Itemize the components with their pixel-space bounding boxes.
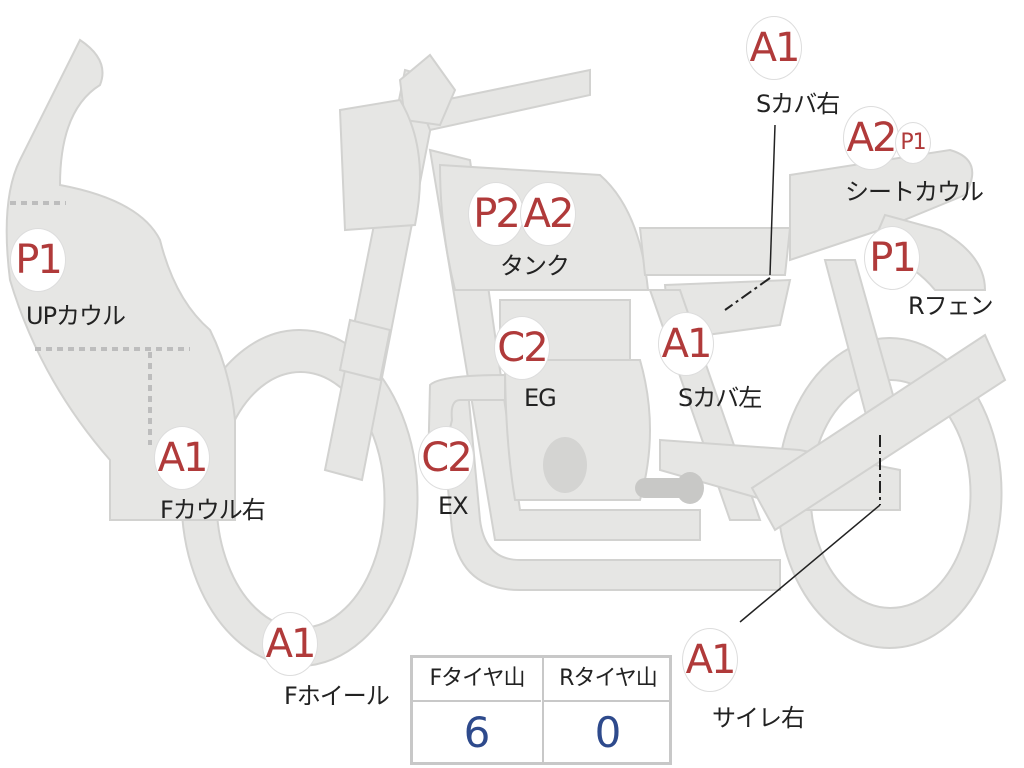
label-seat-cowl: シートカウル [845, 178, 984, 206]
upper-cowl-shape [5, 38, 236, 521]
frame-lower [436, 383, 781, 591]
seat-cowl-shape [789, 148, 974, 262]
engine-body [503, 359, 651, 501]
exhaust-pipe [426, 373, 506, 471]
silencer [750, 333, 1007, 532]
tire-tread-table: Fタイヤ山 Rタイヤ山 6 0 [410, 655, 672, 765]
meter [338, 98, 421, 232]
label-r-fender: Rフェン [908, 292, 994, 320]
header-rear-tire: Rタイヤ山 [544, 658, 672, 702]
label-f-wheel: Fホイール [284, 682, 390, 710]
label-f-cowl-right: Fカウル右 [160, 496, 266, 524]
sub-grade-badge-seat-cowl: P1 [895, 122, 931, 164]
grade-badge-tank-2: A2 [520, 182, 576, 246]
grade-badge-s-cover-right: A1 [746, 16, 802, 80]
frame-down [428, 148, 701, 541]
grade-badge-exhaust: C2 [418, 426, 474, 490]
header-front-tire: Fタイヤ山 [413, 658, 541, 702]
fork-clamp [338, 318, 392, 382]
grade-badge-up-cowl: P1 [10, 228, 66, 292]
rear-wheel [776, 337, 1003, 649]
label-up-cowl: UPカウル [26, 302, 126, 330]
grade-badge-engine: C2 [494, 316, 550, 380]
label-tank: タンク [500, 252, 570, 280]
label-exhaust: EX [438, 492, 469, 520]
grade-badge-silencer-right: A1 [682, 628, 738, 692]
seat [638, 227, 792, 276]
table-divider [542, 658, 544, 762]
label-s-cover-right: Sカバ右 [756, 90, 840, 118]
value-front-tire: 6 [463, 708, 491, 757]
grade-badge-tank-1: P2 [468, 182, 524, 246]
grade-badge-s-cover-left: A1 [658, 312, 714, 376]
grade-badge-f-wheel: A1 [262, 612, 318, 676]
grade-badge-r-fender: P1 [864, 226, 920, 290]
grade-badge-f-cowl-right: A1 [154, 426, 210, 490]
value-rear-tire: 0 [594, 708, 622, 757]
engine-cover [543, 437, 587, 493]
grade-badge-seat-cowl: A2 [843, 106, 899, 170]
label-engine: EG [524, 384, 557, 412]
label-silencer-right: サイレ右 [712, 704, 805, 732]
label-s-cover-left: Sカバ左 [678, 384, 762, 412]
